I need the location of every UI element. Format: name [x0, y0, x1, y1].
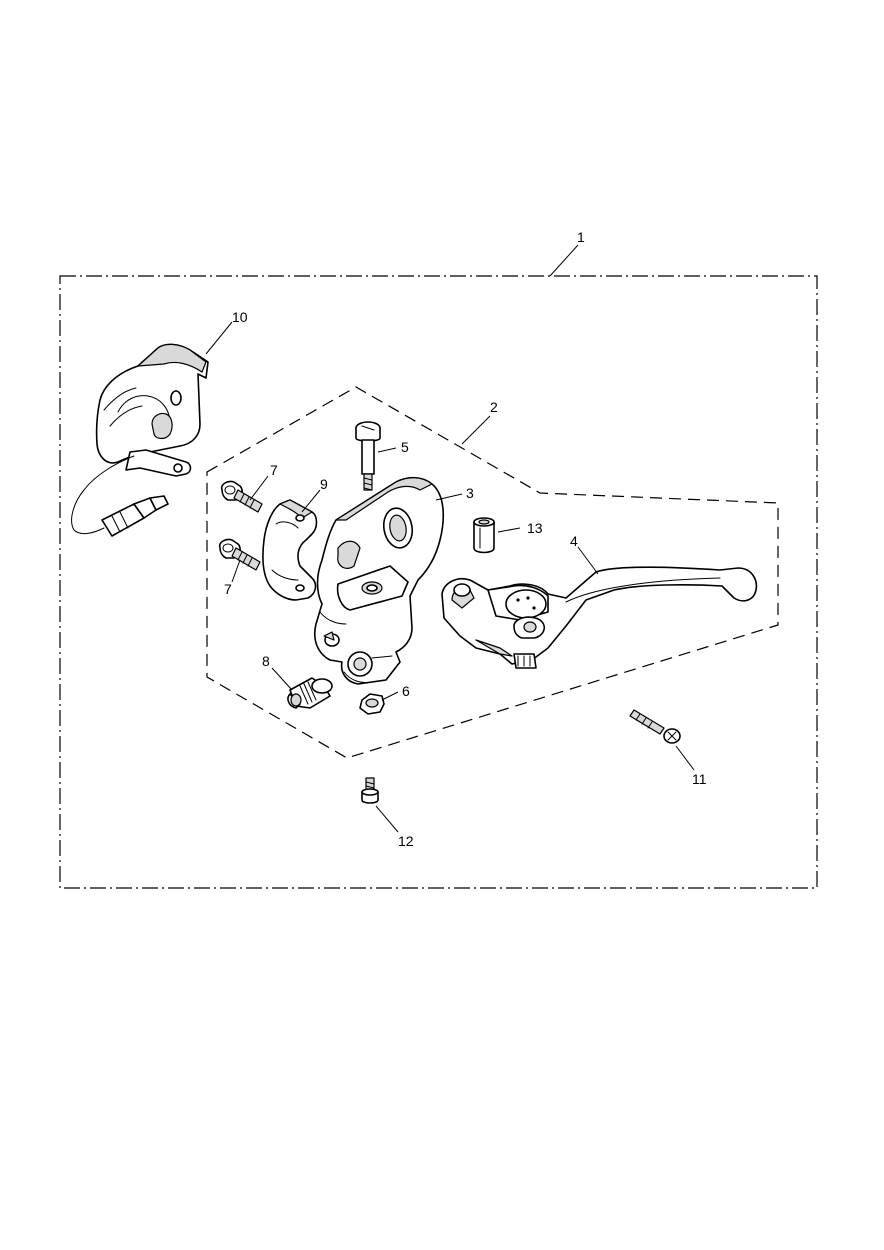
callout-12: 12 — [398, 833, 414, 849]
lever-screw-long-part — [629, 709, 681, 744]
kit-boundary-outline — [59, 275, 818, 889]
leader-12 — [375, 805, 399, 833]
leader-2 — [461, 415, 491, 445]
leader-8 — [271, 667, 293, 691]
leader-6 — [381, 691, 399, 701]
lever-screw-short-part — [361, 777, 379, 804]
leader-1 — [549, 244, 579, 277]
clamp-screw-upper-part — [220, 480, 263, 513]
pivot-bolt-part — [355, 421, 381, 491]
leader-11 — [675, 745, 695, 771]
callout-5: 5 — [401, 439, 409, 455]
callout-7-lower: 7 — [224, 581, 232, 597]
leader-7a — [249, 475, 269, 501]
lever-body-part — [314, 476, 445, 685]
handlebar-clamp-part — [262, 499, 318, 601]
callout-4: 4 — [570, 533, 578, 549]
callout-8: 8 — [262, 653, 270, 669]
callout-9: 9 — [320, 476, 328, 492]
leader-10 — [205, 321, 233, 355]
leader-3 — [435, 493, 463, 501]
leader-5 — [377, 447, 397, 453]
leader-13 — [497, 527, 521, 533]
lock-nut-part — [359, 693, 385, 715]
clamp-screw-lower-part — [218, 538, 261, 571]
callout-3: 3 — [466, 485, 474, 501]
leader-4 — [577, 546, 599, 575]
callout-10: 10 — [232, 309, 248, 325]
callout-2: 2 — [490, 399, 498, 415]
callout-11: 11 — [692, 771, 707, 787]
callout-13: 13 — [527, 520, 543, 536]
callout-7-upper: 7 — [270, 462, 278, 478]
cable-adjuster-part — [287, 677, 333, 709]
switch-housing-part — [71, 343, 209, 537]
leader-7b — [231, 559, 241, 583]
brake-lever-part — [441, 566, 758, 669]
callout-6: 6 — [402, 683, 410, 699]
callout-1: 1 — [577, 229, 585, 245]
leader-9 — [301, 489, 321, 513]
pivot-bush-part — [473, 517, 495, 554]
